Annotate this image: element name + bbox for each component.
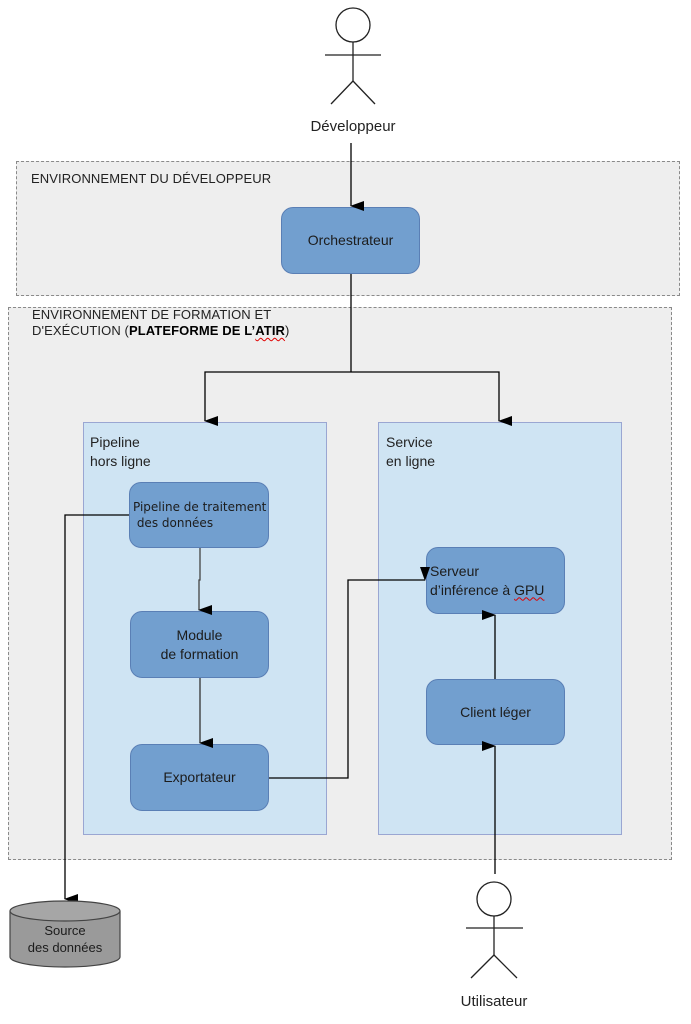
- user-actor-icon: [466, 881, 523, 979]
- platform-label-line2: D'EXÉCUTION (PLATEFORME DE L’ATIR): [32, 323, 290, 338]
- data-pipeline-node[interactable]: Pipeline de traitement des données: [129, 482, 269, 548]
- training-module-node[interactable]: Module de formation: [130, 611, 269, 678]
- user-label: Utilisateur: [460, 993, 528, 1010]
- platform-environment-label: ENVIRONNEMENT DE FORMATION ET D'EXÉCUTIO…: [32, 307, 289, 339]
- developer-actor-icon: [325, 7, 381, 105]
- orchestrator-node[interactable]: Orchestrateur: [281, 207, 420, 274]
- thin-client-node[interactable]: Client léger: [426, 679, 565, 745]
- exporter-node[interactable]: Exportateur: [130, 744, 269, 811]
- offline-pipeline-label: Pipeline hors ligne: [90, 434, 151, 469]
- data-source-label: Source des données: [27, 923, 103, 955]
- inference-server-node[interactable]: Serveur d’inférence à GPU: [426, 547, 565, 614]
- online-service-panel: [378, 422, 622, 835]
- online-service-label: Service en ligne: [386, 434, 436, 469]
- developer-label: Développeur: [310, 118, 396, 135]
- platform-label-line1: ENVIRONNEMENT DE FORMATION ET: [32, 307, 272, 322]
- developer-environment-label: ENVIRONNEMENT DU DÉVELOPPEUR: [31, 171, 272, 186]
